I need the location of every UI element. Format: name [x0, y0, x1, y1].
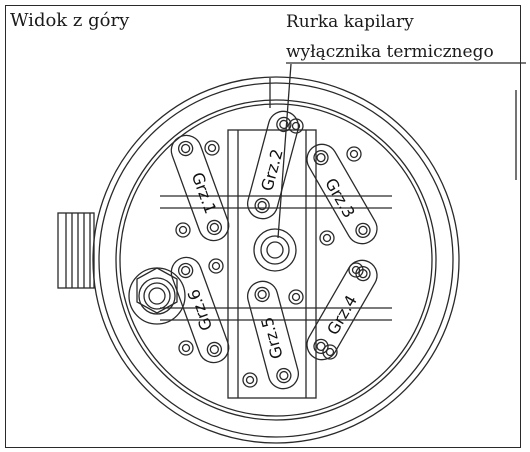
capillary-callout-line1: Rurka kapilary	[286, 12, 414, 32]
mounting-screws	[175, 118, 364, 388]
view-title: Widok z góry	[10, 10, 130, 31]
diagram-frame	[5, 5, 521, 448]
thermostat-boss-middle	[260, 235, 290, 265]
cable-gland	[128, 267, 186, 325]
heater-1-label: Grz.1	[188, 170, 220, 217]
heater-3	[306, 143, 378, 245]
capillary-leader-line	[277, 63, 292, 239]
thermostat-boss-inner	[266, 241, 284, 259]
center-vertical-strip	[227, 129, 317, 399]
housing-inner-ring	[115, 99, 437, 421]
side-connector	[57, 212, 95, 289]
heater-5-label: Grz.5	[257, 315, 286, 361]
heater-2	[246, 110, 300, 220]
heater-6	[170, 256, 230, 364]
thermostat-boss-outer	[253, 228, 297, 272]
heater-4-label: Grz.4	[323, 292, 361, 338]
housing-middle-ring	[98, 82, 454, 438]
housing-outer-ring	[92, 76, 460, 444]
housing-inner-ring-2	[119, 103, 433, 417]
heater-1	[170, 134, 230, 242]
heater-6-label: Grz.6	[184, 287, 216, 334]
capillary-callout-line2: wyłącznika termicznego	[286, 42, 494, 62]
